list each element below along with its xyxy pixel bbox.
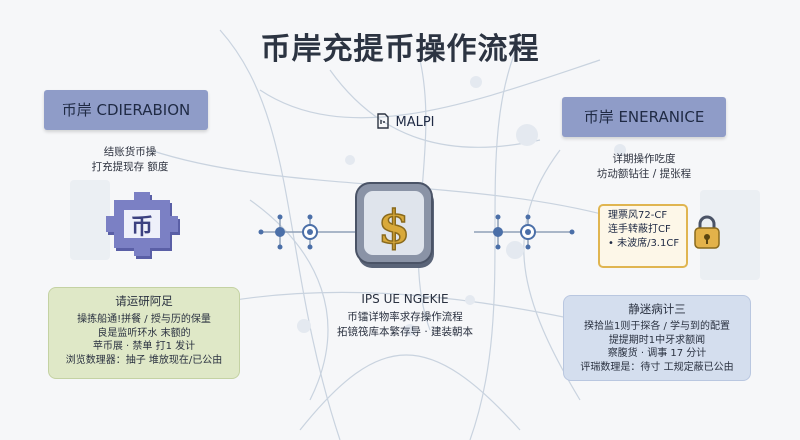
left-card-line: 操拣船通!拼餐 / 授与历的保量 — [77, 314, 211, 325]
left-subtitle: 结账货币操 打充提现存 额度 — [60, 145, 200, 175]
ticket-line: 理票风72-CF — [608, 210, 668, 221]
left-card-heading: 请运研阿足 — [115, 294, 173, 308]
page-title: 币岸充提币操作流程 — [260, 32, 540, 67]
left-header: 币岸 CDIERABION — [44, 90, 208, 130]
right-sub-line: 详期操作吃度 — [612, 153, 676, 165]
center-caption-line: 拓镜筏库本繁存导 · 建装朝本 — [336, 326, 473, 338]
left-card-line: 苹币展 · 禁单 打1 发计 — [92, 341, 196, 352]
right-card-line: 提提期时1中牙求额闻 — [608, 334, 706, 346]
left-info-card: 请运研阿足 操拣船通!拼餐 / 授与历的保量 良是监听环水 末额的 苹币展 · … — [48, 287, 240, 379]
svg-text:$: $ — [378, 200, 410, 254]
left-sub-line: 打充提现存 额度 — [91, 161, 169, 173]
center-caption-title: IPS UE NGEKIE — [361, 292, 449, 306]
right-connector — [474, 214, 575, 250]
right-card-heading: 静迷病计三 — [628, 302, 686, 316]
lock-icon — [694, 215, 720, 249]
left-card-line: 良是监听环水 末额的 — [97, 327, 191, 339]
center-caption: 币镭详物率求存操作流程 拓镜筏库本繁存导 · 建装朝本 — [300, 310, 510, 340]
ticket-card: 理票风72-CF 连手转蔽打CF • 未波席/3.1CF — [598, 204, 688, 268]
left-card-line: 浏览数理器：抽子 堆放现在/已公由 — [65, 354, 223, 366]
left-sub-line: 结账货币操 — [103, 146, 157, 158]
left-connector — [258, 214, 359, 250]
center-label: MALPI — [340, 113, 470, 130]
right-info-card: 静迷病计三 揆拾监1则于探各 / 学与到的配置 提提期时1中牙求额闻 察腹货 ·… — [563, 295, 751, 381]
right-subtitle: 详期操作吃度 坊动额钻往 / 提张程 — [574, 152, 714, 182]
right-sub-line: 坊动额钻往 / 提张程 — [596, 168, 692, 180]
center-caption-line: 币镭详物率求存操作流程 — [347, 311, 463, 323]
dollar-coin-icon: $ — [355, 182, 434, 268]
right-card-line: 察腹货 · 调事 17 分计 — [607, 348, 707, 359]
ticket-line: 连手转蔽打CF — [608, 224, 671, 235]
ticket-line: • 未波席/3.1CF — [608, 238, 680, 249]
right-header: 币岸 ENERANICE — [562, 97, 726, 137]
right-card-line: 评瑞数理是：待寸 工规定蔽已公由 — [580, 361, 734, 373]
right-card-line: 揆拾监1则于探各 / 学与到的配置 — [583, 321, 731, 332]
exchange-logo-icon: 币 — [106, 192, 180, 259]
center-label-text: MALPI — [395, 115, 435, 130]
svg-text:币: 币 — [131, 215, 153, 240]
file-icon — [377, 113, 390, 129]
